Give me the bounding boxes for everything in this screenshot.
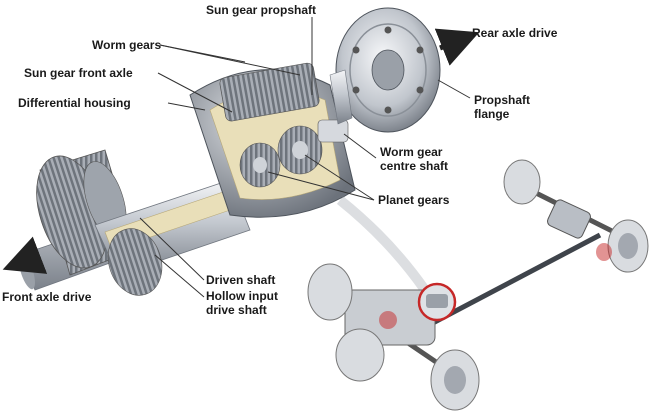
label-worm-gears: Worm gears [92, 38, 162, 52]
leader-worm-gear-centre-shaft [343, 133, 377, 159]
magnifier-beam [336, 196, 430, 293]
leader-sun-gear-front-axle [157, 72, 233, 113]
label-sun-gear-front-axle: Sun gear front axle [24, 66, 133, 80]
label-planet-gears: Planet gears [378, 193, 450, 207]
label-propshaft-flange-line1: Propshaft [474, 93, 531, 107]
label-differential-housing: Differential housing [18, 96, 131, 110]
label-rear-axle-drive: Rear axle drive [472, 26, 558, 40]
differential-housing [189, 62, 356, 218]
leader-propshaft-flange [437, 79, 471, 99]
leader-driven-shaft [139, 217, 205, 281]
leader-differential-housing [167, 102, 206, 111]
drivetrain-inset [307, 159, 649, 411]
rear-axle-assembly [503, 159, 649, 273]
label-hollow-input-drive-shaft-line2: drive shaft [206, 303, 267, 317]
label-worm-gear-centre-shaft-line2: centre shaft [380, 159, 449, 173]
leader-hollow-input-drive-shaft [154, 254, 205, 298]
label-driven-shaft: Driven shaft [206, 273, 276, 287]
differential-miniature [426, 294, 448, 308]
label-sun-gear-propshaft: Sun gear propshaft [206, 3, 317, 17]
leader-worm-gears-b [159, 44, 301, 76]
rear-axle-arrow [434, 28, 480, 66]
front-axle-arrow [2, 236, 48, 274]
leader-lines [139, 17, 471, 298]
front-axle-assembly [307, 263, 480, 411]
label-hollow-input-drive-shaft-line1: Hollow input [206, 289, 278, 303]
leader-planet-gears-a [304, 154, 375, 201]
hollow-input-drive-shaft [94, 179, 251, 296]
propshaft-flange [329, 7, 441, 133]
label-front-axle-drive: Front axle drive [2, 290, 92, 304]
leader-planet-gears-b [267, 171, 375, 201]
label-propshaft-flange-line2: flange [474, 107, 510, 121]
label-worm-gear-centre-shaft-line1: Worm gear [380, 145, 443, 159]
